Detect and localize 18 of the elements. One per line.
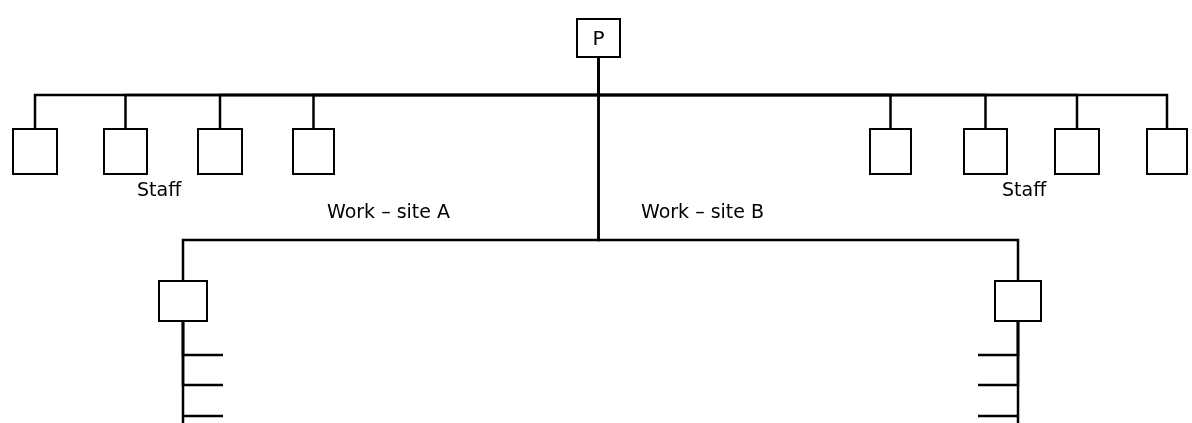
empty-box — [197, 128, 243, 175]
group-label: Work – site A — [327, 200, 451, 222]
empty-box — [12, 128, 58, 175]
group-label: Staff — [137, 178, 182, 200]
person-box — [576, 18, 621, 58]
empty-box — [292, 128, 335, 175]
empty-box — [994, 280, 1042, 322]
branch-line — [181, 322, 223, 423]
group-label: Work – site B — [641, 200, 765, 222]
empty-box — [963, 128, 1008, 175]
group-label: Staff — [1002, 178, 1047, 200]
empty-box — [103, 128, 148, 175]
empty-box — [869, 128, 912, 175]
node-label: P — [592, 26, 605, 50]
empty-box — [1146, 128, 1188, 175]
branch-line — [978, 322, 1020, 423]
empty-box — [1054, 128, 1100, 175]
empty-box — [158, 280, 208, 322]
